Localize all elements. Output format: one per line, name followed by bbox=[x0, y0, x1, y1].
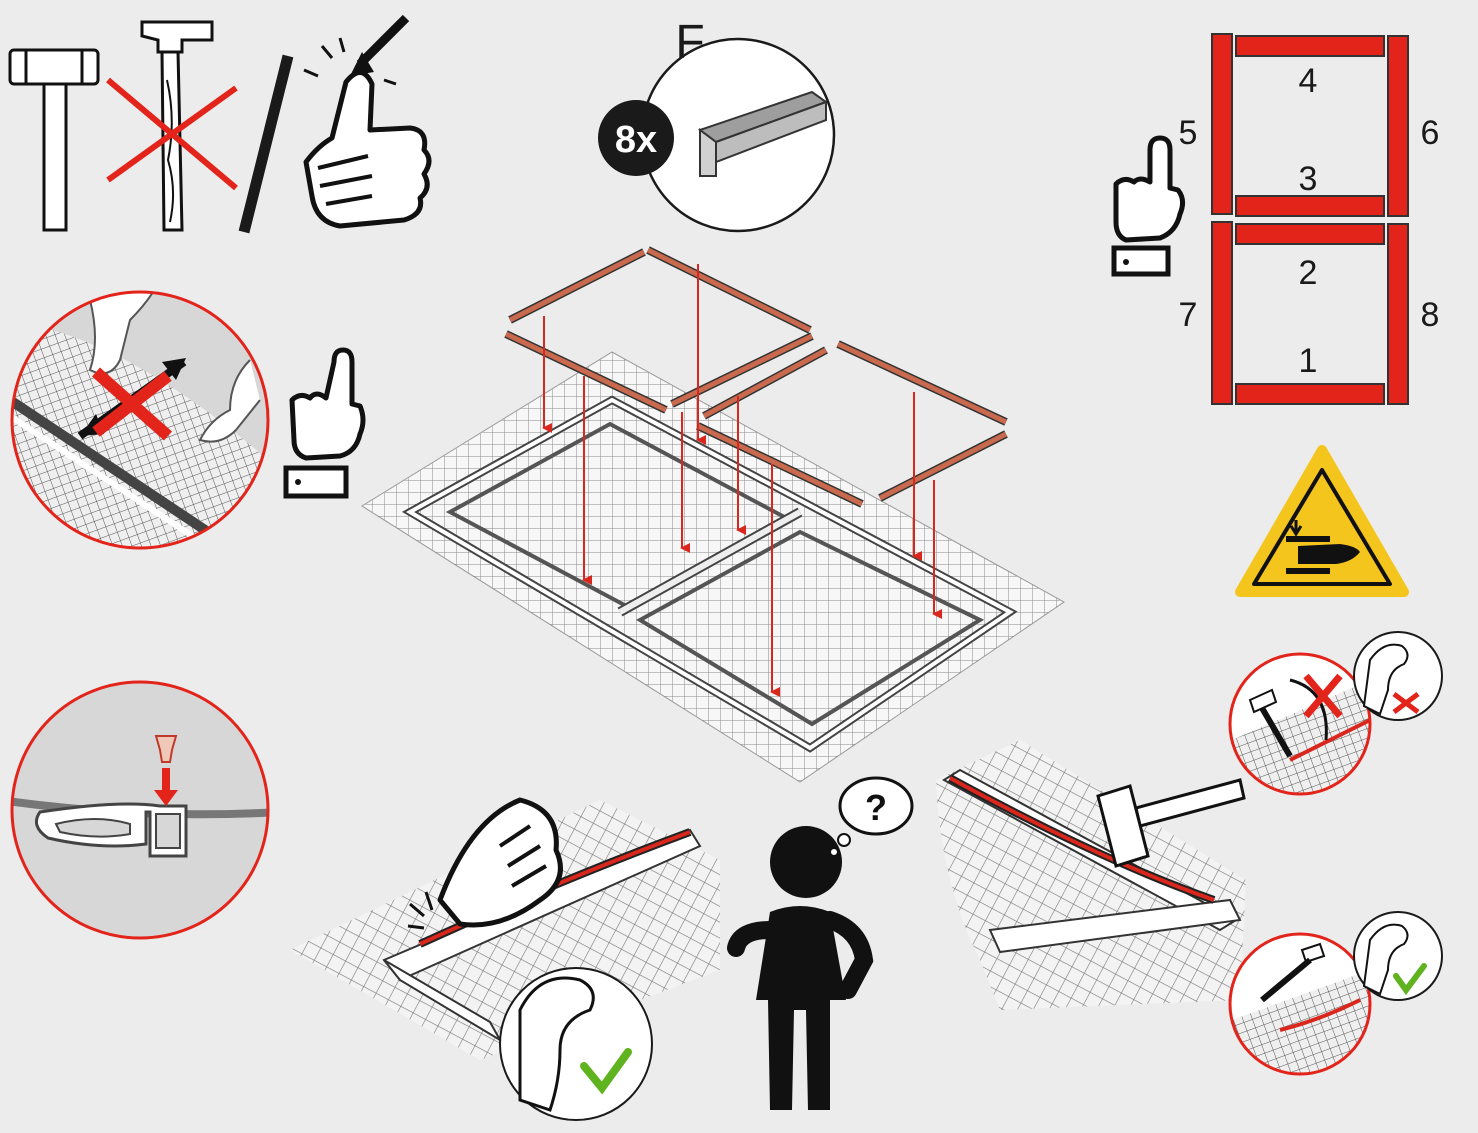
hand-crush-warning-icon bbox=[1240, 450, 1404, 592]
part-letter: F bbox=[675, 16, 704, 69]
frame-assembly bbox=[362, 352, 1064, 782]
attention-hand-icon-right bbox=[1114, 138, 1183, 274]
sequence-label-3: 3 bbox=[1299, 160, 1318, 198]
thumb-press-icon bbox=[304, 18, 429, 226]
sequence-label-6: 6 bbox=[1421, 114, 1440, 152]
mesh-handling-detail bbox=[0, 280, 280, 574]
sequence-label-7: 7 bbox=[1179, 296, 1198, 334]
strength-no-detail bbox=[1354, 632, 1442, 720]
sequence-label-2: 2 bbox=[1299, 254, 1318, 292]
clip-profile-detail bbox=[0, 682, 280, 938]
divider-slash bbox=[244, 56, 288, 232]
sequence-label-5: 5 bbox=[1179, 114, 1198, 152]
hammer-scene bbox=[936, 740, 1246, 1010]
strength-ok-detail-right bbox=[1354, 912, 1442, 1000]
part-quantity: 8x bbox=[615, 119, 657, 161]
person-thinking-icon: ? bbox=[736, 778, 912, 1110]
part-callout: 8x F bbox=[598, 16, 834, 231]
attention-hand-icon-left bbox=[286, 350, 363, 496]
sequence-label-8: 8 bbox=[1421, 296, 1440, 334]
question-mark: ? bbox=[865, 787, 887, 828]
sequence-label-4: 4 bbox=[1299, 62, 1318, 100]
rubber-mallet-icon bbox=[10, 50, 98, 230]
claw-hammer-icon bbox=[142, 22, 212, 230]
sequence-label-1: 1 bbox=[1299, 342, 1318, 380]
strength-ok-detail-left bbox=[500, 968, 652, 1120]
sequence-diagram: 1 2 3 4 5 6 7 8 bbox=[1179, 34, 1440, 404]
